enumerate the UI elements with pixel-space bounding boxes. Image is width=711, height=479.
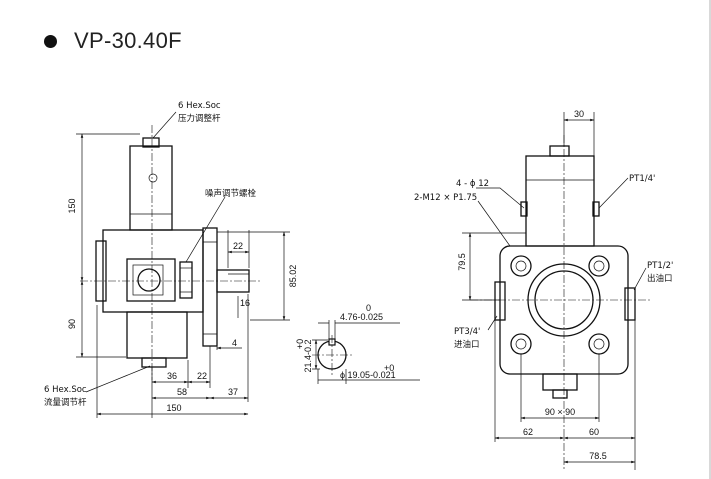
mount-hole-br (588, 333, 610, 355)
mount-hole-bl (510, 333, 532, 355)
mounting-flange (202, 227, 218, 347)
dim-16-key: 16 (240, 298, 250, 308)
tol-key-zero: 0 (366, 303, 371, 313)
right-edge-divider (709, 0, 711, 479)
dim-78-5: 78.5 (589, 451, 607, 461)
outlet-boss (624, 287, 636, 321)
bullet-icon (44, 34, 57, 48)
dim-22-shaft: 22 (233, 241, 243, 251)
dim-36: 36 (167, 371, 177, 381)
page-title: VP-30.40F (74, 28, 182, 53)
tol-height-plus: +0 (295, 339, 305, 349)
port-boss (126, 258, 176, 302)
label-port-in-cn: 进油口 (454, 339, 480, 350)
pressure-screw-head (142, 137, 160, 148)
dim-150-total: 150 (166, 403, 181, 413)
side-view-labels: 6 Hex.Soc 压力调整杆 噪声调节螺栓 6 Hex.Soc 流量调节杆 (44, 101, 257, 408)
dim-30-top: 30 (574, 109, 584, 119)
dim-22-bottom: 22 (197, 371, 207, 381)
label-port-out-cn: 出油口 (647, 273, 673, 284)
dim-58: 58 (177, 387, 187, 397)
flow-screw-head (141, 357, 167, 368)
label-pressure-adjust: 压力调整杆 (178, 113, 221, 124)
pressure-cylinder (129, 145, 173, 231)
lower-body (126, 311, 188, 359)
label-flow-adjust: 流量调节杆 (44, 397, 87, 408)
label-port-in: PT3/4' (454, 327, 480, 337)
label-port-pt14: PT1/4' (629, 174, 655, 184)
front-view (470, 135, 650, 470)
dim-60: 60 (589, 427, 599, 437)
cylinder-plug (148, 173, 158, 183)
label-thread: 2-M12 × P1.75 (414, 193, 477, 203)
side-boss (95, 240, 107, 302)
label-bottom-hex: 6 Hex.Soc (44, 385, 87, 395)
tol-dia-plus: +0 (384, 363, 394, 373)
mount-hole-tr (588, 255, 610, 277)
front-screw-head (549, 145, 570, 157)
label-holes: 4 - ϕ 12 (456, 179, 489, 189)
front-view-dimensions: 30 79.5 90 × 90 62 60 78.5 (457, 109, 636, 470)
label-noise-screw: 噪声调节螺栓 (205, 188, 257, 199)
dim-4-step: 4 (232, 338, 237, 348)
bolt-left (520, 201, 528, 217)
bolt-right (592, 201, 600, 217)
front-bottom-screw (552, 389, 568, 399)
tol-diameter: ϕ 19.05-0.021 (340, 370, 396, 380)
dim-90-vertical: 90 (67, 319, 77, 329)
front-cylinder (525, 155, 595, 247)
label-top-hex: 6 Hex.Soc (178, 101, 221, 111)
shaft-section: 0 4.76-0.025 +0 21.4-0.2 +0 ϕ 19.05-0.02… (295, 303, 420, 384)
tol-height: 21.4-0.2 (303, 339, 313, 372)
pump-body (102, 229, 204, 313)
noise-screw (179, 261, 193, 299)
dim-150-vertical: 150 (67, 198, 77, 213)
dim-85-02: 85.02 (288, 265, 298, 288)
inlet-boss (494, 281, 506, 321)
dim-90x90: 90 × 90 (545, 407, 575, 417)
label-port-out: PT1/2' (647, 261, 673, 271)
dim-79-5: 79.5 (457, 253, 467, 271)
front-bottom-boss (542, 373, 578, 391)
heading: VP-30.40F (44, 28, 182, 54)
side-view (80, 125, 262, 380)
front-view-labels: 4 - ϕ 12 2-M12 × P1.75 PT1/4' PT1/2' 出油口… (414, 174, 673, 350)
port-hole (137, 268, 161, 292)
dim-37: 37 (228, 387, 238, 397)
dim-62: 62 (523, 427, 533, 437)
tol-key-width: 4.76-0.025 (340, 312, 383, 322)
side-view-dimensions: 150 90 22 16 85.02 4 36 22 58 37 150 (67, 133, 298, 418)
mount-hole-tl (510, 255, 532, 277)
